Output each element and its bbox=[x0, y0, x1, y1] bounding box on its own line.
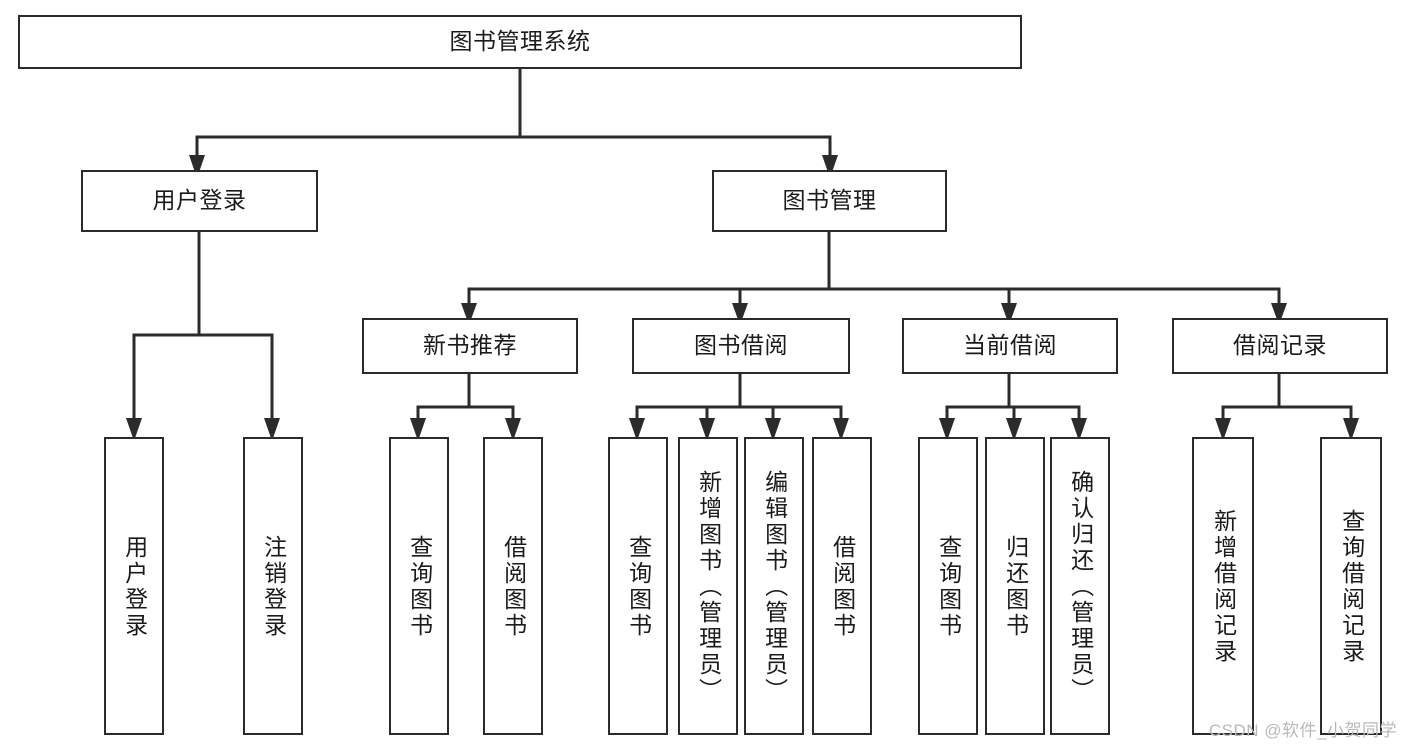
node-leaf-user-login[interactable]: 用户登录 bbox=[104, 437, 164, 735]
node-leaf-query-book-recommend-label: 查询图书 bbox=[406, 535, 433, 639]
node-borrow-record[interactable]: 借阅记录 bbox=[1172, 318, 1388, 374]
arrowhead-leaf-5 bbox=[629, 418, 645, 441]
node-current-borrow[interactable]: 当前借阅 bbox=[902, 318, 1118, 374]
node-leaf-borrow-book[interactable]: 借阅图书 bbox=[812, 437, 872, 735]
arrowhead-layer bbox=[126, 155, 1359, 441]
arrowhead-user-login bbox=[189, 155, 205, 178]
node-book-borrow-label: 图书借阅 bbox=[694, 332, 788, 359]
node-new-book-recommend-label: 新书推荐 bbox=[423, 332, 517, 359]
arrowhead-current-borrow bbox=[1001, 303, 1017, 325]
node-leaf-borrow-book-recommend-label: 借阅图书 bbox=[500, 535, 527, 639]
arrowhead-leaf-2 bbox=[264, 418, 280, 441]
arrowhead-leaf-1 bbox=[126, 418, 142, 441]
node-root[interactable]: 图书管理系统 bbox=[18, 15, 1022, 69]
arrowhead-leaf-3 bbox=[410, 418, 426, 441]
arrowhead-leaf-11 bbox=[1071, 418, 1087, 441]
node-leaf-query-book-recommend[interactable]: 查询图书 bbox=[389, 437, 449, 735]
node-leaf-add-borrow-record[interactable]: 新增借阅记录 bbox=[1192, 437, 1254, 735]
node-leaf-logout-login-label: 注销登录 bbox=[260, 535, 287, 639]
node-leaf-edit-book-admin[interactable]: 编辑图书（管理员） bbox=[744, 437, 804, 735]
arrowhead-leaf-4 bbox=[505, 418, 521, 441]
arrowhead-leaf-9 bbox=[939, 418, 955, 441]
arrowhead-new-book bbox=[461, 303, 477, 325]
node-leaf-query-book-current[interactable]: 查询图书 bbox=[918, 437, 978, 735]
csdn-watermark: CSDN @软件_小贺同学 bbox=[1208, 721, 1397, 740]
node-leaf-query-book-current-label: 查询图书 bbox=[935, 535, 962, 639]
node-current-borrow-label: 当前借阅 bbox=[963, 332, 1057, 359]
node-leaf-confirm-return-admin-label: 确认归还（管理员） bbox=[1067, 470, 1094, 704]
node-book-borrow[interactable]: 图书借阅 bbox=[632, 318, 850, 374]
node-leaf-confirm-return-admin[interactable]: 确认归还（管理员） bbox=[1050, 437, 1110, 735]
node-leaf-user-login-label: 用户登录 bbox=[121, 535, 148, 639]
node-user-login-label: 用户登录 bbox=[152, 187, 247, 214]
arrowhead-leaf-6 bbox=[699, 418, 715, 441]
node-leaf-borrow-book-recommend[interactable]: 借阅图书 bbox=[483, 437, 543, 735]
node-leaf-logout-login[interactable]: 注销登录 bbox=[243, 437, 303, 735]
arrowhead-leaf-12 bbox=[1215, 418, 1231, 441]
node-root-label: 图书管理系统 bbox=[449, 28, 591, 55]
arrowhead-leaf-13 bbox=[1343, 418, 1359, 441]
arrowhead-book-management bbox=[822, 155, 838, 178]
node-leaf-return-book-label: 归还图书 bbox=[1002, 535, 1029, 639]
arrowhead-book-borrow bbox=[732, 303, 748, 325]
node-leaf-query-book-borrow-label: 查询图书 bbox=[625, 535, 652, 639]
arrowhead-leaf-7 bbox=[765, 418, 781, 441]
node-user-login[interactable]: 用户登录 bbox=[81, 170, 318, 232]
node-book-management[interactable]: 图书管理 bbox=[712, 170, 947, 232]
node-leaf-borrow-book-label: 借阅图书 bbox=[829, 535, 856, 639]
node-book-management-label: 图书管理 bbox=[782, 187, 877, 214]
arrowhead-leaf-10 bbox=[1006, 418, 1022, 441]
node-leaf-edit-book-admin-label: 编辑图书（管理员） bbox=[761, 470, 788, 704]
node-leaf-query-book-borrow[interactable]: 查询图书 bbox=[608, 437, 668, 735]
node-leaf-query-borrow-record-label: 查询借阅记录 bbox=[1338, 509, 1365, 665]
node-new-book-recommend[interactable]: 新书推荐 bbox=[362, 318, 578, 374]
node-leaf-return-book[interactable]: 归还图书 bbox=[985, 437, 1045, 735]
node-leaf-add-book-admin-label: 新增图书（管理员） bbox=[695, 470, 722, 704]
node-borrow-record-label: 借阅记录 bbox=[1233, 332, 1327, 359]
arrowhead-leaf-8 bbox=[833, 418, 849, 441]
node-leaf-add-book-admin[interactable]: 新增图书（管理员） bbox=[678, 437, 738, 735]
node-leaf-add-borrow-record-label: 新增借阅记录 bbox=[1210, 509, 1237, 665]
arrowhead-borrow-record bbox=[1271, 303, 1287, 325]
node-leaf-query-borrow-record[interactable]: 查询借阅记录 bbox=[1320, 437, 1382, 735]
